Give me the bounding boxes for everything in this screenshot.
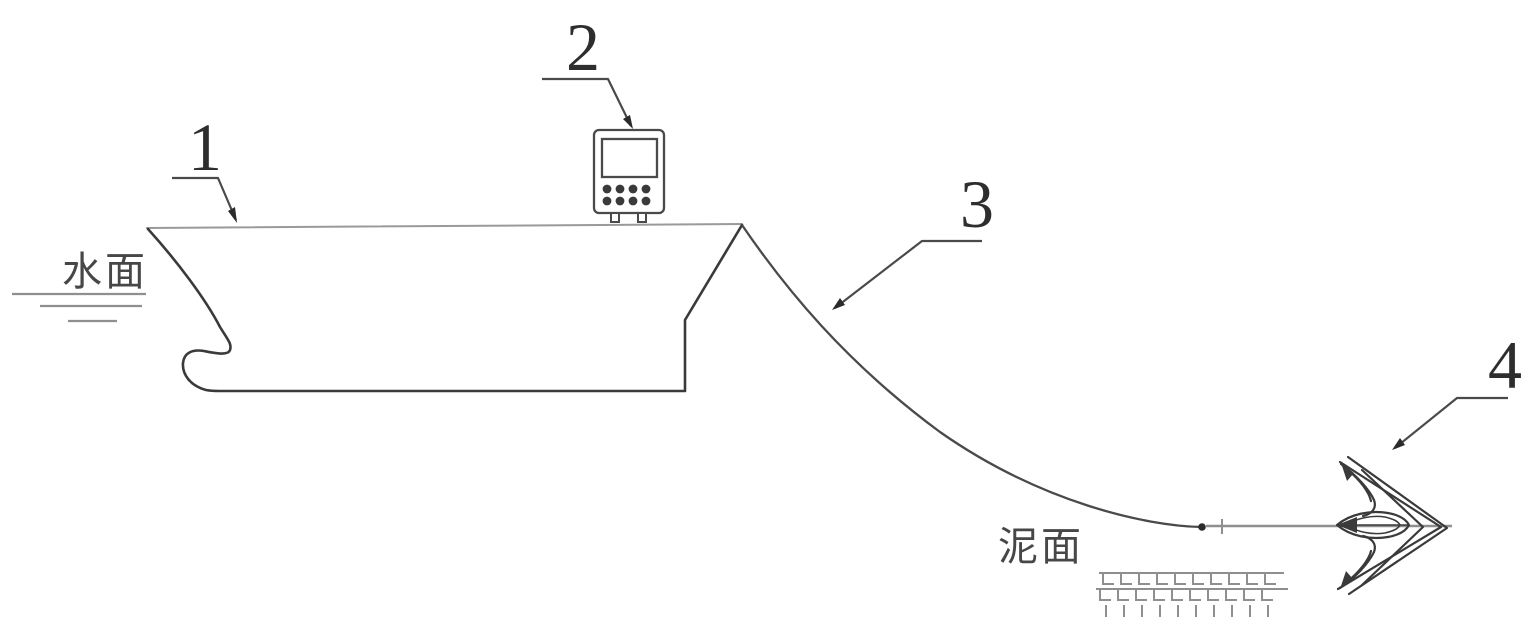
arrowhead-2 — [623, 115, 633, 129]
device-button — [615, 196, 625, 206]
arrowhead-3 — [832, 298, 845, 310]
leader-line-1 — [172, 176, 238, 221]
instrument-device — [592, 128, 666, 223]
anchor-outer-chevron — [1336, 460, 1443, 591]
device-screen — [600, 137, 659, 179]
anchor — [1335, 455, 1449, 596]
ship-hull-outline — [146, 223, 744, 393]
device-keypad — [602, 184, 651, 206]
leader-line-4 — [1394, 396, 1508, 449]
water-surface-label: 水面 — [62, 249, 148, 294]
part-label-2: 2 — [566, 9, 600, 85]
part-label-1: 1 — [188, 109, 222, 185]
leader-lines — [172, 77, 1508, 449]
leader-line-2 — [542, 77, 632, 127]
device-foot — [610, 212, 620, 223]
arrowhead-4 — [1392, 438, 1405, 450]
mud-hatch-pattern — [1096, 572, 1288, 617]
arrowhead-1 — [228, 207, 237, 223]
anchor-lower-fluke-tip — [1340, 571, 1353, 589]
part-label-4: 4 — [1488, 327, 1522, 403]
chain-end-dot — [1198, 523, 1206, 531]
chain-catenary-curve — [741, 224, 1203, 529]
ship-deck-line — [146, 223, 743, 229]
anchor-chain — [741, 224, 1452, 534]
anchor-shank-outer — [1335, 510, 1411, 540]
device-button — [641, 196, 651, 206]
device-foot — [637, 212, 647, 223]
device-button — [628, 196, 638, 206]
device-button — [602, 196, 612, 206]
device-button — [602, 184, 612, 194]
anchor-outer-chevron-2 — [1346, 455, 1449, 596]
mud-surface-label: 泥面 — [998, 524, 1084, 569]
device-button — [628, 184, 638, 194]
device-button — [641, 184, 651, 194]
device-button — [615, 184, 625, 194]
ship-hull — [146, 223, 744, 393]
anchor-inner-chevron — [1360, 468, 1425, 587]
anchor-shank-tip — [1337, 517, 1357, 533]
part-label-3: 3 — [960, 166, 994, 242]
anchor-upper-fluke-tip — [1341, 463, 1354, 481]
leader-line-3 — [834, 239, 982, 309]
leader-arrowheads — [228, 115, 1405, 450]
water-surface-symbol — [12, 292, 146, 323]
